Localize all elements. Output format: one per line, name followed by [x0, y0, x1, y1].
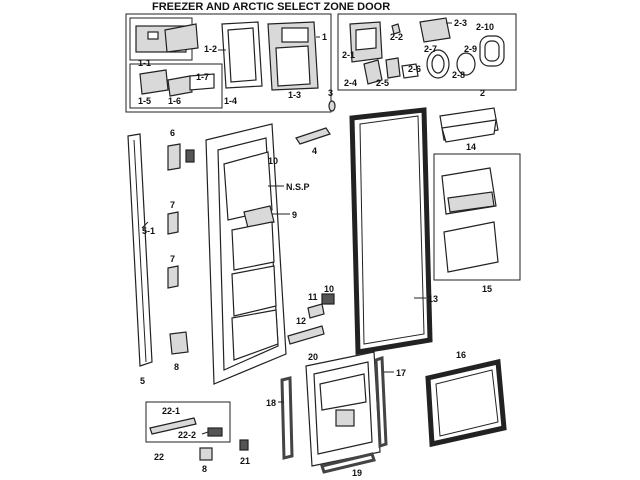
label-1-6: 1-6: [168, 96, 181, 106]
part-6: [167, 143, 181, 171]
label-15: 15: [482, 284, 492, 294]
part-7-upper: [167, 211, 179, 235]
label-16: 16: [456, 350, 466, 360]
part-2-6: [401, 63, 419, 79]
label-10-door: 10: [268, 156, 278, 166]
label-nsp: N.S.P: [286, 182, 310, 192]
label-1: 1: [322, 32, 327, 42]
diagram-title: FREEZER AND ARCTIC SELECT ZONE DOOR: [152, 1, 390, 13]
label-8-lower: 8: [202, 464, 207, 474]
group-1-box: [125, 13, 332, 113]
part-3: [328, 100, 336, 112]
label-2-7: 2-7: [424, 44, 437, 54]
part-2-3: [419, 17, 451, 43]
part-18: [280, 376, 294, 460]
label-1-7: 1-7: [196, 72, 209, 82]
label-2-10: 2-10: [476, 22, 494, 32]
part-1-3-top: [281, 27, 309, 43]
label-2-8: 2-8: [452, 70, 465, 80]
part-2-5: [385, 57, 401, 79]
label-19: 19: [352, 468, 362, 478]
label-13: 13: [428, 294, 438, 304]
part-8-lower: [199, 447, 213, 461]
part-16-gasket: [425, 358, 507, 448]
label-2: 2: [480, 88, 485, 98]
label-2-9: 2-9: [464, 44, 477, 54]
door-lower-panel: [231, 265, 277, 317]
door-bottom-panel: [231, 309, 279, 361]
label-17: 17: [396, 368, 406, 378]
label-18: 18: [266, 398, 276, 408]
part-4: [295, 127, 331, 145]
label-22: 22: [154, 452, 164, 462]
label-11: 11: [308, 292, 318, 302]
group-22-box: [145, 401, 231, 443]
part-22-2: [207, 427, 223, 437]
label-8-upper: 8: [174, 362, 179, 372]
label-12: 12: [296, 316, 306, 326]
part-1-3-window: [275, 45, 311, 87]
part-6-cap: [185, 149, 195, 163]
label-7-lower: 7: [170, 254, 175, 264]
label-1-2: 1-2: [204, 44, 217, 54]
label-1-3: 1-3: [288, 90, 301, 100]
label-22-1: 22-1: [162, 406, 180, 416]
part-1-5: [139, 69, 169, 95]
part-10: [321, 293, 335, 305]
part-12: [287, 325, 325, 345]
part-13-gasket: [349, 107, 433, 355]
label-2-1: 2-1: [342, 50, 355, 60]
part-15-lower: [443, 221, 499, 273]
label-1-5: 1-5: [138, 96, 151, 106]
group-1-4-box: [129, 63, 223, 109]
part-1-panel: [164, 23, 199, 53]
label-4: 4: [312, 146, 317, 156]
part-1-1-detail: [147, 31, 159, 40]
part-2-9: [456, 52, 476, 76]
part-7-lower: [167, 265, 179, 289]
label-10: 10: [324, 284, 334, 294]
label-2-2: 2-2: [390, 32, 403, 42]
part-21: [239, 439, 249, 451]
label-6: 6: [170, 128, 175, 138]
label-22-2: 22-2: [178, 430, 196, 440]
part-1-6: [167, 75, 193, 97]
label-2-3: 2-3: [454, 18, 467, 28]
group-15-box: [433, 153, 521, 281]
label-9: 9: [292, 210, 297, 220]
part-8-upper: [169, 331, 189, 355]
label-14: 14: [466, 142, 476, 152]
part-1-2-inner: [227, 27, 257, 83]
label-2-6: 2-6: [408, 64, 421, 74]
part-2-1-inner: [355, 27, 377, 51]
part-17: [374, 355, 388, 449]
group-2-box: [337, 13, 517, 91]
label-1-4: 1-4: [224, 96, 237, 106]
door-middle-panel: [231, 221, 275, 271]
label-21: 21: [240, 456, 250, 466]
label-5-1: 5-1: [142, 226, 155, 236]
part-2-4: [363, 59, 383, 85]
part-2-2: [391, 23, 401, 35]
label-7-upper: 7: [170, 200, 175, 210]
part-22-1: [149, 417, 197, 435]
part-11: [307, 303, 325, 319]
label-2-4: 2-4: [344, 78, 357, 88]
label-20: 20: [308, 352, 318, 362]
label-2-5: 2-5: [376, 78, 389, 88]
door-upper-panel: [223, 151, 273, 221]
label-3: 3: [328, 88, 333, 98]
label-1-1: 1-1: [138, 58, 151, 68]
part-1-7: [189, 73, 215, 91]
part-19: [320, 452, 376, 474]
label-5: 5: [140, 376, 145, 386]
part-20-display: [319, 373, 367, 411]
